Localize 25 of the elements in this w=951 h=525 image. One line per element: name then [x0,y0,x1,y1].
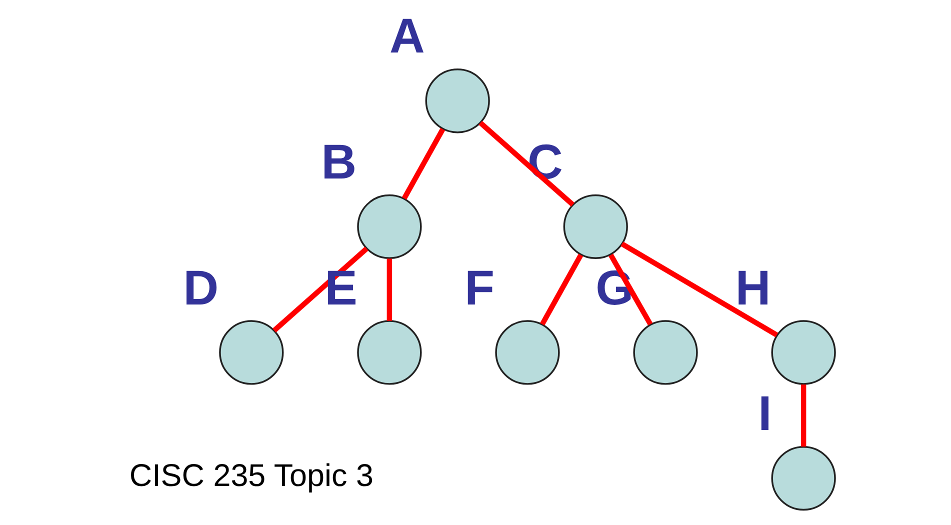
node-circle [495,320,560,385]
connector [402,128,446,200]
node-label: B [321,135,357,190]
node-circle [771,320,836,385]
node-label: F [464,261,494,316]
connector [800,384,806,447]
label: CISC 235 Topic 3 [129,458,374,493]
node-circle [219,320,284,385]
node-label: I [758,387,772,442]
node-circle [563,194,628,259]
node-label: D [183,261,219,316]
connector [540,254,584,326]
node-circle [771,446,836,511]
node-label: H [735,261,771,316]
node-label: A [389,10,425,64]
connector [478,120,575,207]
node-circle [633,320,698,385]
connector [272,246,368,332]
connector [386,258,392,321]
node-label: E [324,261,358,316]
node-circle [425,68,490,134]
connector [620,242,778,338]
node-circle [357,320,422,385]
connector [608,254,653,326]
node-circle [357,194,422,259]
